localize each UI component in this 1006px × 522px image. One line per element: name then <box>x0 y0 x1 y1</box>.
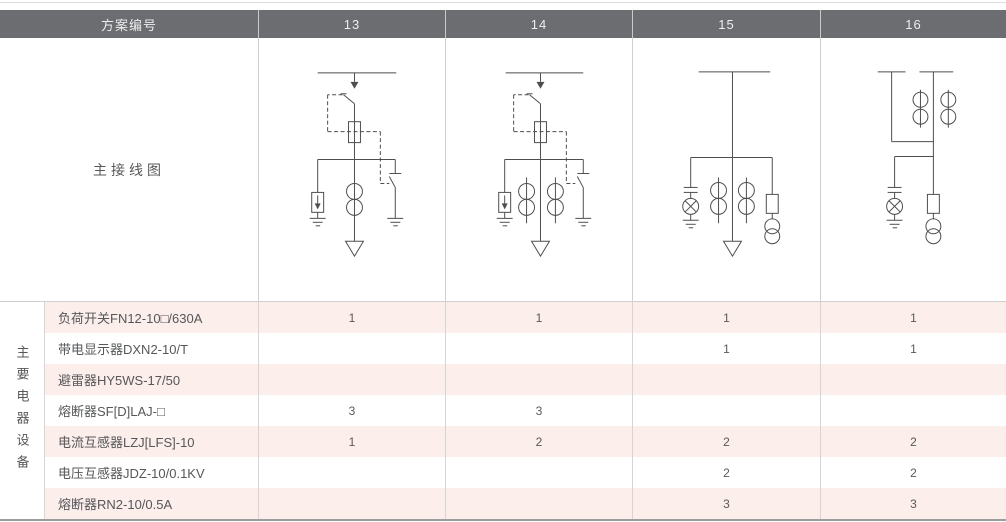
equipment-name: 带电显示器DXN2-10/T <box>45 333 258 364</box>
current-transformer-symbol <box>710 177 727 224</box>
quantity-cell <box>632 364 820 395</box>
quantity-cell: 2 <box>820 426 1006 457</box>
ground-symbol <box>387 217 404 227</box>
ground-symbol <box>309 217 326 227</box>
quantity-cell: 3 <box>258 395 445 426</box>
quantity-cell <box>820 364 1006 395</box>
quantity-cell: 1 <box>445 302 632 333</box>
current-transformer-symbol <box>737 177 755 224</box>
ground-symbol <box>496 217 513 227</box>
equipment-group-cell: 主要电器设备 <box>0 302 45 519</box>
earthing-switch-symbol <box>576 159 590 219</box>
interlock-dashed-link <box>327 94 390 184</box>
quantity-cell: 1 <box>820 333 1006 364</box>
quantity-cell: 1 <box>632 302 820 333</box>
quantity-cell: 1 <box>820 302 1006 333</box>
current-transformer-symbol <box>546 177 564 224</box>
earthing-switch-symbol <box>388 159 402 219</box>
outgoing-feeder-arrow-icon <box>344 240 365 258</box>
quantity-cell <box>445 488 632 519</box>
load-switch-symbol <box>526 93 541 105</box>
drawout-contact-arrow-icon <box>350 72 359 89</box>
outgoing-feeder-arrow-icon <box>722 240 743 258</box>
page-top-rule <box>0 2 1006 3</box>
quantity-cell: 2 <box>445 426 632 457</box>
wiring-diagram-scheme-14 <box>445 38 632 302</box>
scheme-column-header-15: 15 <box>632 10 820 38</box>
voltage-transformer-symbol <box>764 218 781 245</box>
quantity-cell <box>258 457 445 488</box>
quantity-cell <box>445 457 632 488</box>
ground-symbol <box>575 217 592 227</box>
wiring-diagram-scheme-13 <box>258 38 445 302</box>
quantity-cell <box>445 333 632 364</box>
scheme-16-diagram-svg <box>877 71 957 245</box>
quantity-cell <box>820 395 1006 426</box>
quantity-cell: 2 <box>632 426 820 457</box>
fuse-symbol <box>348 121 361 144</box>
current-transformer-symbol <box>940 89 957 128</box>
scheme-13-diagram-svg <box>309 72 404 258</box>
voltage-transformer-symbol <box>925 218 942 245</box>
scheme-14-diagram-svg <box>496 72 592 258</box>
equipment-name: 电压互感器JDZ-10/0.1KV <box>45 457 258 488</box>
charged-display-indicator-symbol <box>886 156 934 221</box>
quantity-cell: 3 <box>445 395 632 426</box>
quantity-cell <box>258 488 445 519</box>
quantity-cell: 1 <box>258 302 445 333</box>
load-switch-symbol <box>340 93 355 105</box>
equipment-name: 电流互感器LZJ[LFS]-10 <box>45 426 258 457</box>
scheme-column-header-13: 13 <box>258 10 445 38</box>
current-transformer-symbol <box>912 89 929 128</box>
quantity-cell: 2 <box>820 457 1006 488</box>
current-transformer-symbol <box>518 177 536 224</box>
fuse-symbol <box>765 157 779 220</box>
scheme-15-diagram-svg <box>682 71 781 258</box>
quantity-cell: 1 <box>632 333 820 364</box>
main-wiring-diagram-label: 主接线图 <box>0 38 258 302</box>
equipment-group-label: 主要电器设备 <box>14 344 30 477</box>
quantity-cell <box>258 333 445 364</box>
quantity-cell: 3 <box>632 488 820 519</box>
scheme-number-header: 方案编号 <box>0 10 258 38</box>
equipment-name: 负荷开关FN12-10□/630A <box>45 302 258 333</box>
quantity-cell: 1 <box>258 426 445 457</box>
current-transformer-symbol <box>346 182 363 216</box>
scheme-column-header-16: 16 <box>820 10 1006 38</box>
quantity-cell <box>632 395 820 426</box>
fuse-symbol <box>926 193 940 220</box>
ground-symbol <box>886 219 903 229</box>
equipment-name: 熔断器SF[D]LAJ-□ <box>45 395 258 426</box>
wiring-diagram-scheme-15 <box>632 38 820 302</box>
scheme-table: 方案编号 13 14 15 16 主接线图 <box>0 10 1006 521</box>
interlock-dashed-link <box>513 94 576 184</box>
lightning-arrester-symbol <box>498 159 512 219</box>
equipment-name: 避雷器HY5WS-17/50 <box>45 364 258 395</box>
quantity-cell <box>258 364 445 395</box>
ground-symbol <box>682 219 699 229</box>
quantity-cell: 3 <box>820 488 1006 519</box>
quantity-cell: 2 <box>632 457 820 488</box>
equipment-name: 熔断器RN2-10/0.5A <box>45 488 258 519</box>
outgoing-feeder-arrow-icon <box>530 240 551 258</box>
fuse-symbol <box>534 121 547 144</box>
lightning-arrester-symbol <box>311 159 325 219</box>
scheme-column-header-14: 14 <box>445 10 632 38</box>
charged-display-indicator-symbol <box>682 157 700 221</box>
drawout-contact-arrow-icon <box>536 72 545 89</box>
quantity-cell <box>445 364 632 395</box>
wiring-diagram-scheme-16 <box>820 38 1006 302</box>
